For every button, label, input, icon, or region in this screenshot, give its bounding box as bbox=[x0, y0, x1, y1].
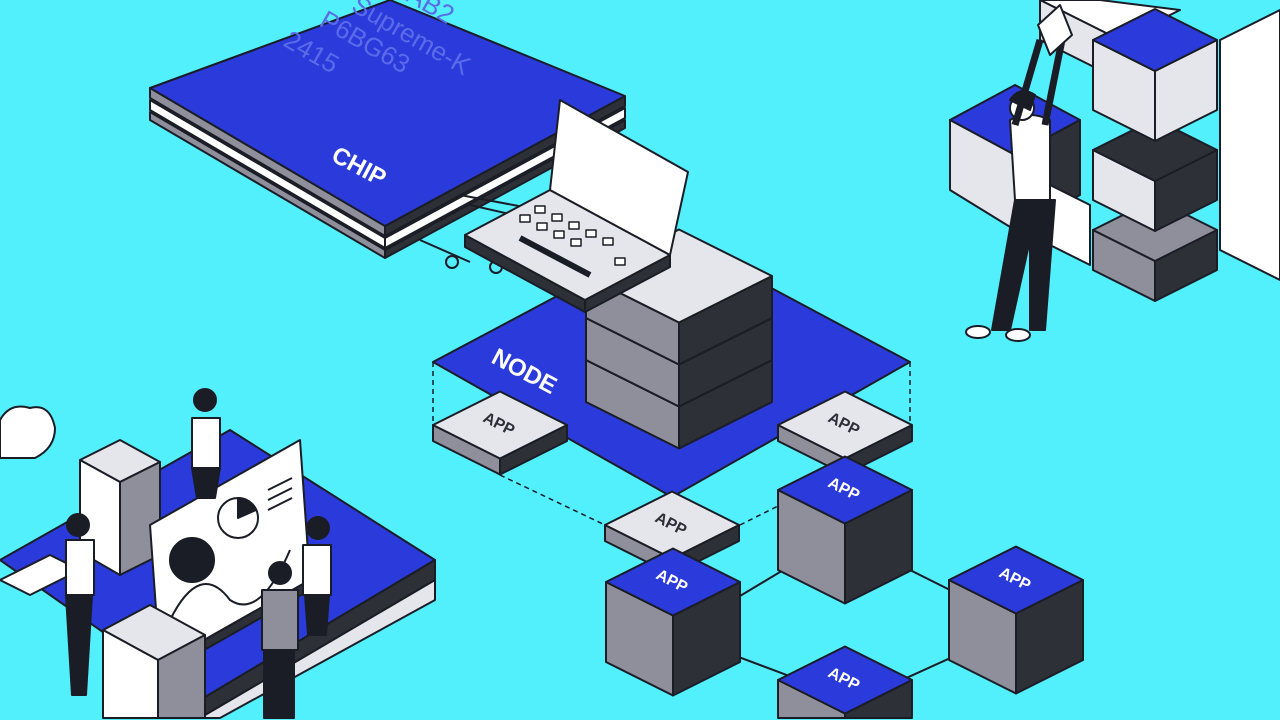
tower-block-2 bbox=[1092, 118, 1218, 232]
tower-block-3 bbox=[1092, 8, 1218, 142]
workspace-platform bbox=[0, 388, 436, 719]
cube-top-face bbox=[777, 645, 913, 715]
cloud-icon bbox=[0, 405, 56, 459]
cube-top-face bbox=[948, 545, 1084, 615]
cube-top-face bbox=[1092, 8, 1218, 72]
app-cube-left: APP bbox=[605, 547, 741, 697]
cube-top-face bbox=[777, 455, 913, 525]
person-reaching bbox=[965, 4, 1073, 342]
chip: AB2 Supreme-K P6BG63 2415 CHIP bbox=[149, 0, 626, 274]
laptop bbox=[464, 99, 689, 313]
app-cube-bottom: APP bbox=[777, 645, 913, 719]
cube-top-face bbox=[604, 490, 740, 560]
cube-top-face bbox=[432, 390, 568, 460]
block-tower bbox=[949, 0, 1280, 302]
cube-top-face bbox=[605, 547, 741, 617]
app-cube-right: APP bbox=[948, 545, 1084, 695]
cube-top-face bbox=[777, 390, 913, 460]
app-tile-left: APP bbox=[432, 390, 568, 476]
app-cube-top: APP bbox=[777, 455, 913, 605]
app-tile-right: APP bbox=[777, 390, 913, 476]
